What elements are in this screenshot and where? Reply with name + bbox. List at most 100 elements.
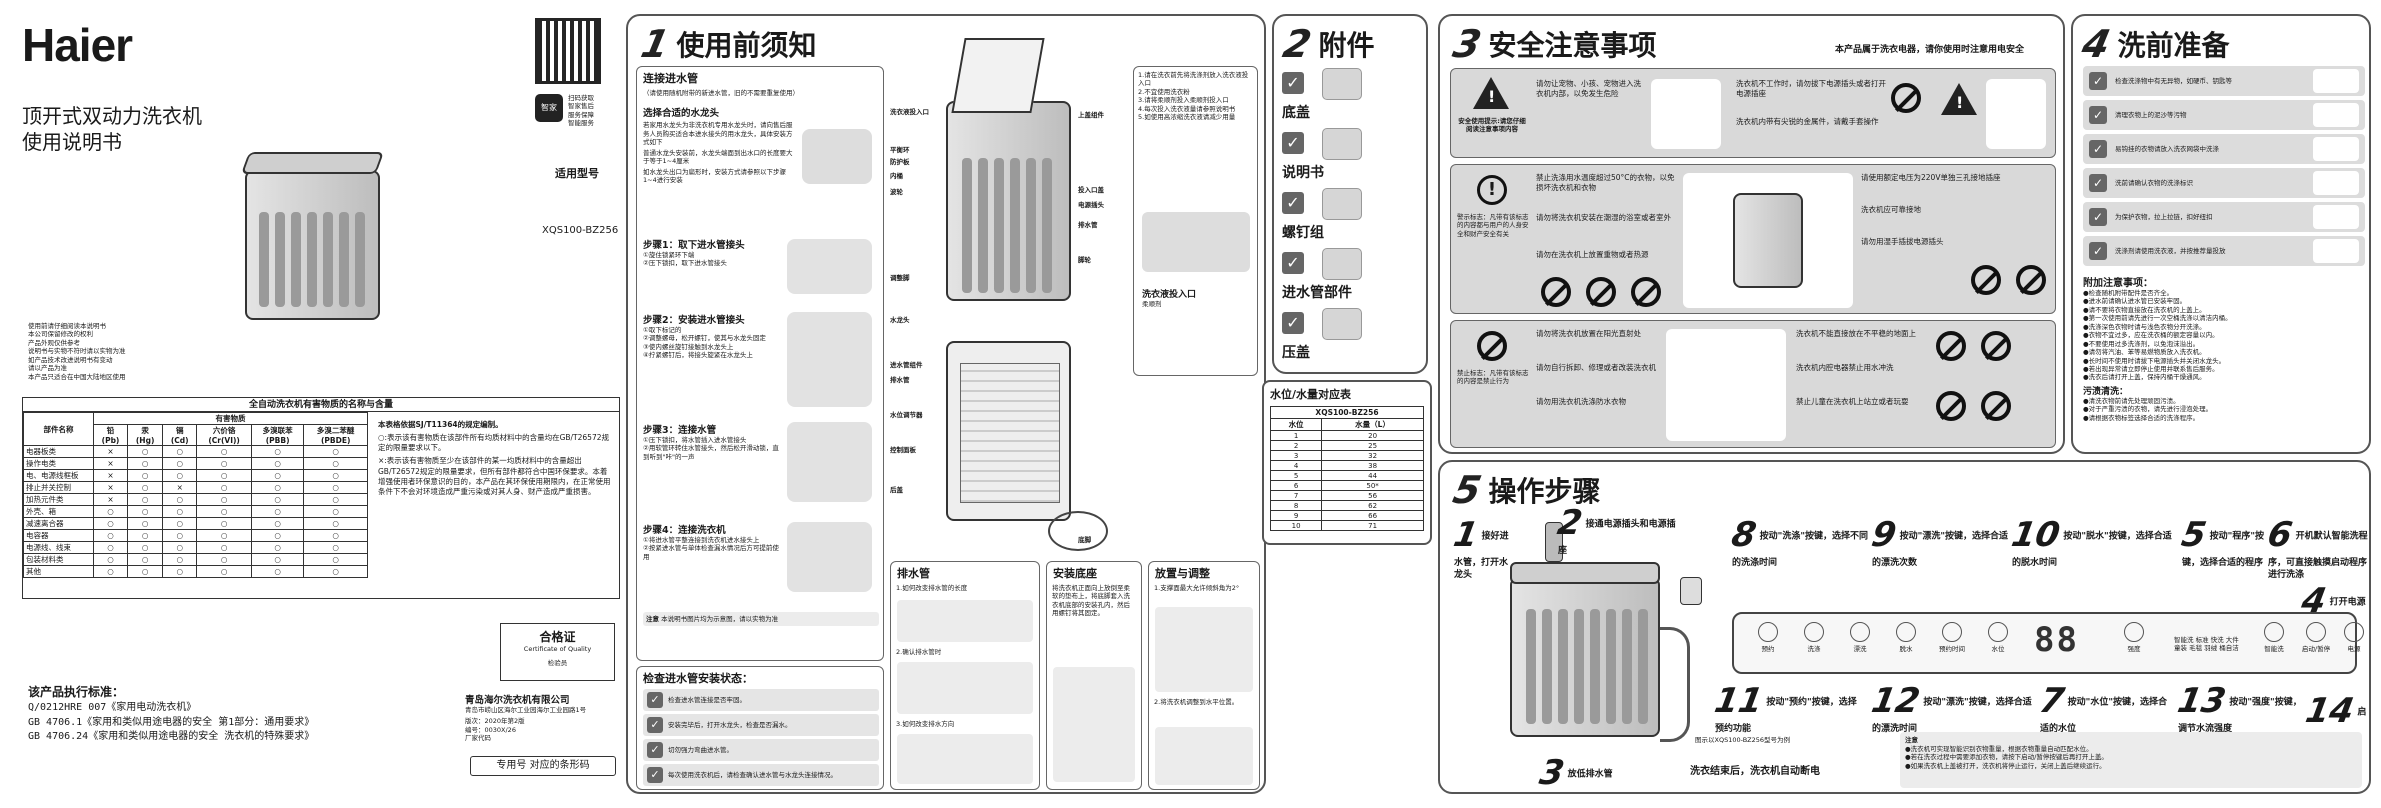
hazard-note-1: ○:表示该有害物质在该部件所有均质材料中的含量均在GB/T26572规定的限量要…: [378, 433, 609, 453]
part-label: 后盖: [890, 486, 903, 494]
power-2: 洗衣机应可靠接地: [1861, 205, 1921, 214]
hazard-cell: ○: [303, 457, 368, 470]
part-label: 上盖组件: [1078, 111, 1104, 119]
panel-button[interactable]: 智能洗: [2254, 622, 2294, 670]
prep-warn-title: 污渍清洗：: [2083, 386, 2129, 397]
section-4-title: 洗前准备: [2117, 29, 2230, 62]
panel-button-icon: [1804, 622, 1824, 642]
panel-button[interactable]: 电源: [2334, 622, 2369, 670]
forbid-row: 禁止标志：凡带有该标志的内容是禁止行为 请勿将洗衣机放置在阳光直射处 请勿自行拆…: [1450, 320, 2056, 448]
hazard-note-head: 本表格依据SJ/T11364的规定编制。: [378, 420, 503, 429]
qr-notes: 扫码获取 智家售后 服务保障 智能服务: [568, 94, 594, 128]
section-1-number: 1: [637, 22, 674, 66]
prep-item: ✓检查洗涤物中有无异物，如硬币、钥匙等: [2083, 66, 2365, 96]
ban-icon: [1936, 391, 1966, 421]
standards-title: 该产品执行标准：: [28, 685, 125, 699]
panel-button[interactable]: 脱水: [1886, 622, 1926, 670]
section-2-heading: 2 附件: [1279, 22, 1374, 66]
hazard-cell: ○: [162, 505, 198, 518]
inlet-title: 连接进水管: [643, 72, 698, 85]
forbid-3: 请勿用洗衣机洗涤防水衣物: [1536, 397, 1626, 406]
part-label: 水位调节器: [890, 411, 923, 419]
prep-illustration: [2313, 171, 2359, 195]
part-label: 进水管组件: [890, 361, 923, 369]
step1-title: 步骤1：取下进水管接头: [643, 240, 745, 251]
op-step-number: 8: [1728, 515, 1760, 555]
hazard-cell: ○: [162, 529, 198, 542]
check-icon: ✓: [1282, 192, 1304, 214]
prep-text: 洗涤剂请使用洗衣液，并按推荐量投放: [2115, 246, 2226, 255]
op-step-10: 10按动"脱水"按键，选择合适的脱水时间: [2009, 514, 2172, 569]
level-1: 1.支撑面最大允许倾斜角为2°: [1154, 584, 1240, 592]
check-icon: ✓: [2089, 242, 2107, 260]
water-table-title: 水位/水量对应表: [1270, 388, 1352, 401]
hazard-part-name: 排止并关控制: [23, 481, 94, 494]
forbid-2: 请勿自行拆卸、修理或者改装洗衣机: [1536, 363, 1656, 372]
step1-a: ①旋住锁紧环下端: [643, 251, 695, 259]
cover-title-line1: 顶开式双动力洗衣机: [22, 104, 202, 128]
faucet-note-2: 如水龙头出口为扁形时，安装方式请参照以下步骤1~4进行安装: [643, 167, 786, 185]
faucet-text: 若家用水龙头为非洗衣机专用水龙头时，请向售后服务人员购买适合本进水接头的用水龙头…: [643, 121, 793, 147]
caution-icon: !: [1477, 175, 1507, 205]
part-label: 水龙头: [890, 316, 910, 324]
detergent-notes: 1.请在洗衣前先将洗涤剂放入洗衣液投入口 2.不宜使用洗衣粉 3.请将柔顺剂投入…: [1138, 71, 1249, 122]
part-label: 波轮: [890, 188, 903, 196]
forbid-1: 请勿将洗衣机放置在阳光直射处: [1536, 329, 1641, 338]
panel-button-label: 漂洗: [1853, 645, 1867, 653]
hazard-cell: ○: [250, 505, 305, 518]
op-step-number: 2: [1554, 503, 1586, 543]
panel-button[interactable]: 强度: [2114, 622, 2154, 670]
step3-a: ①压下锁扣，将水管插入进水管接头: [643, 436, 747, 444]
prep-notes-title: 附加注意事项：: [2083, 278, 2153, 289]
op-step-5: 5按动"程序"按键，选择合适的程序: [2179, 514, 2267, 569]
model-value: XQS100-BZ256: [542, 225, 619, 236]
hazard-cell: ○: [162, 493, 198, 506]
op-step-text: 按动"洗涤"按键，选择不同的洗涤时间: [1732, 531, 1869, 568]
faucet-title: 选择合适的水龙头: [643, 108, 720, 120]
drain-2: 2.确认排水管时: [896, 648, 942, 656]
check-icon: ✓: [647, 742, 663, 758]
panel-button-icon: [1942, 622, 1962, 642]
hazard-cell: ○: [162, 445, 198, 458]
faucet-illustration: [802, 129, 872, 184]
panel-button[interactable]: 预约: [1748, 622, 1788, 670]
panel-button[interactable]: 水位: [1978, 622, 2018, 670]
panel-button[interactable]: 漂洗: [1840, 622, 1880, 670]
hazard-cell: ○: [127, 529, 164, 542]
check-icon: ✓: [1282, 252, 1304, 274]
hazard-cell: ○: [303, 529, 368, 542]
qr-logo: 智家: [535, 94, 563, 122]
op-step-11: 11按动"预约"按键，选择预约功能: [1712, 680, 1865, 735]
panel-button[interactable]: 预约时间: [1932, 622, 1972, 670]
panel-button[interactable]: 启动/暂停: [2296, 622, 2336, 670]
hazard-cell: ○: [196, 469, 252, 482]
hazard-cell: ○: [162, 457, 198, 470]
hazard-cell: ○: [196, 529, 252, 542]
step1-illustration: [787, 239, 872, 294]
water-model: XQS100-BZ256: [1270, 406, 1424, 419]
warning-row: 安全使用提示:请您仔细阅读注意事项内容 请勿让宠物、小孩、宠物进入洗衣机内部，以…: [1450, 68, 2056, 158]
level-title: 放置与调整: [1155, 567, 1210, 580]
op-step-6: 6开机默认智能洗程序，可直接触摸启动程序进行洗涤: [2265, 514, 2368, 582]
hazard-table-title: 全自动洗衣机有害物质的名称与含量: [23, 398, 619, 412]
part-label: 脚轮: [1078, 256, 1091, 264]
prep-illustration: [2313, 239, 2359, 263]
hazard-cell: ○: [250, 445, 305, 458]
warning-icon: [1473, 77, 1509, 109]
section-2-panel: 2 附件 ✓底盖✓说明书✓螺钉组✓进水管部件✓压盖: [1272, 14, 1428, 374]
panel-button[interactable]: 洗涤: [1794, 622, 1834, 670]
level-box: 放置与调整 1.支撑面最大允许倾斜角为2° 2.将洗衣机调整到水平位置。: [1148, 561, 1260, 790]
hazard-cell: ○: [92, 517, 129, 530]
op-step-text: 按动"漂洗"按键，选择合适的漂洗次数: [1872, 531, 2009, 568]
part-label: 防护板: [890, 158, 910, 166]
ban-icon: [1971, 265, 2001, 295]
hazard-col-head: 汞 (Hg): [127, 424, 164, 446]
water-level: 10: [1269, 520, 1323, 531]
section-1-title: 使用前须知: [676, 29, 817, 62]
warning-1-illustration: [1651, 79, 1721, 149]
drain-title: 排水管: [897, 567, 930, 580]
prep-text: 易钩挂的衣物请放入洗衣网袋中洗涤: [2115, 144, 2219, 153]
